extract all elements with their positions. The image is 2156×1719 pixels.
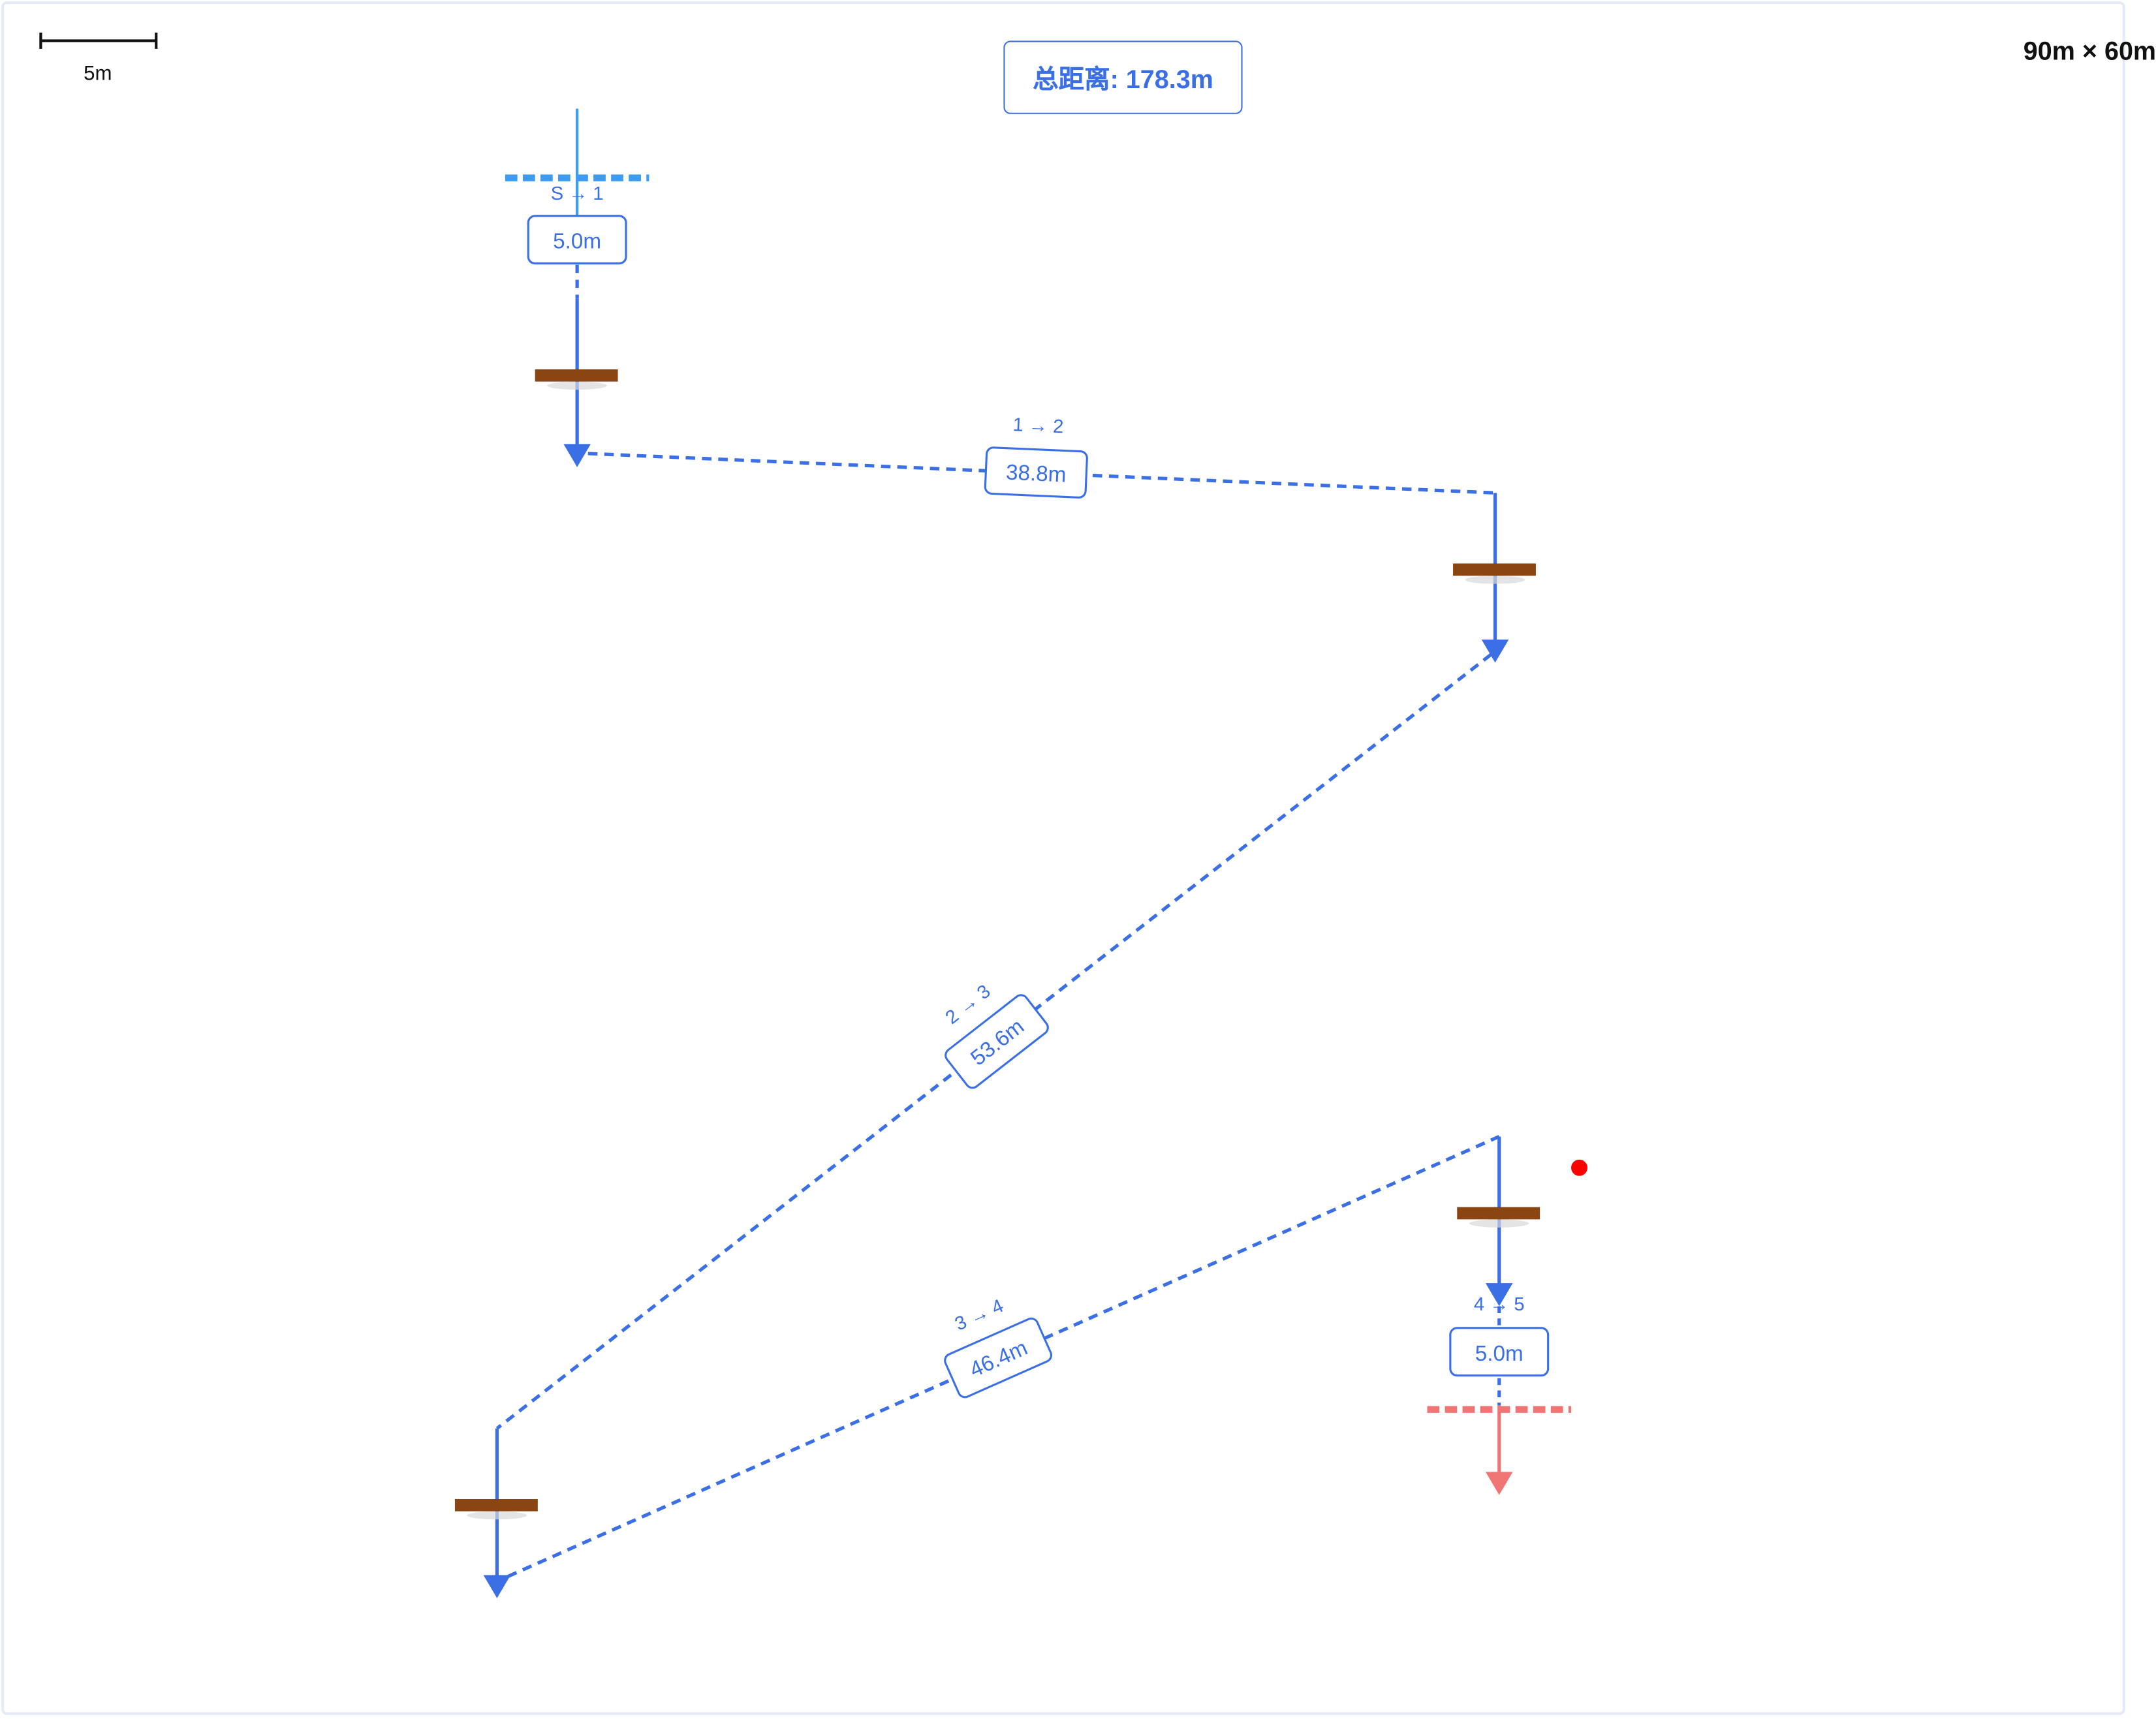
- segment-distance: 5.0m: [553, 230, 601, 254]
- gate-3: [454, 1428, 538, 1598]
- segment-label-3-4: 3 → 4 46.4m: [944, 1295, 1053, 1399]
- segment-distance: 38.8m: [1005, 461, 1067, 488]
- segment-label-2-3: 2 → 3 53.6m: [942, 981, 1049, 1089]
- segment-tag: S → 1: [551, 183, 604, 204]
- segment-tag: 4 → 5: [1474, 1294, 1525, 1315]
- scale-bar-label: 5m: [84, 62, 112, 85]
- finish-exit-arrow: [1485, 1405, 1513, 1495]
- path-segment-1-2: [587, 452, 1495, 495]
- segment-tag: 3 → 4: [952, 1295, 1007, 1335]
- segment-label-s-1: S → 1 5.0m: [527, 183, 627, 265]
- gate-1: [535, 298, 618, 467]
- total-distance-badge: 总距离: 178.3m: [1003, 40, 1243, 114]
- segment-label-1-2: 1 → 2 38.8m: [984, 414, 1088, 499]
- gate-2: [1453, 493, 1536, 663]
- scale-bar: 5m: [39, 32, 158, 85]
- path-segment-2-3: [495, 653, 1492, 1430]
- segment-distance: 5.0m: [1475, 1342, 1523, 1366]
- position-marker: [1571, 1159, 1587, 1176]
- field-size-label: 90m × 60m: [2023, 38, 2156, 67]
- total-distance-text: 总距离: 178.3m: [1033, 65, 1213, 95]
- segment-tag: 1 → 2: [1012, 414, 1064, 437]
- gate-4: [1457, 1136, 1540, 1307]
- segment-label-4-5: 4 → 5 5.0m: [1449, 1294, 1550, 1377]
